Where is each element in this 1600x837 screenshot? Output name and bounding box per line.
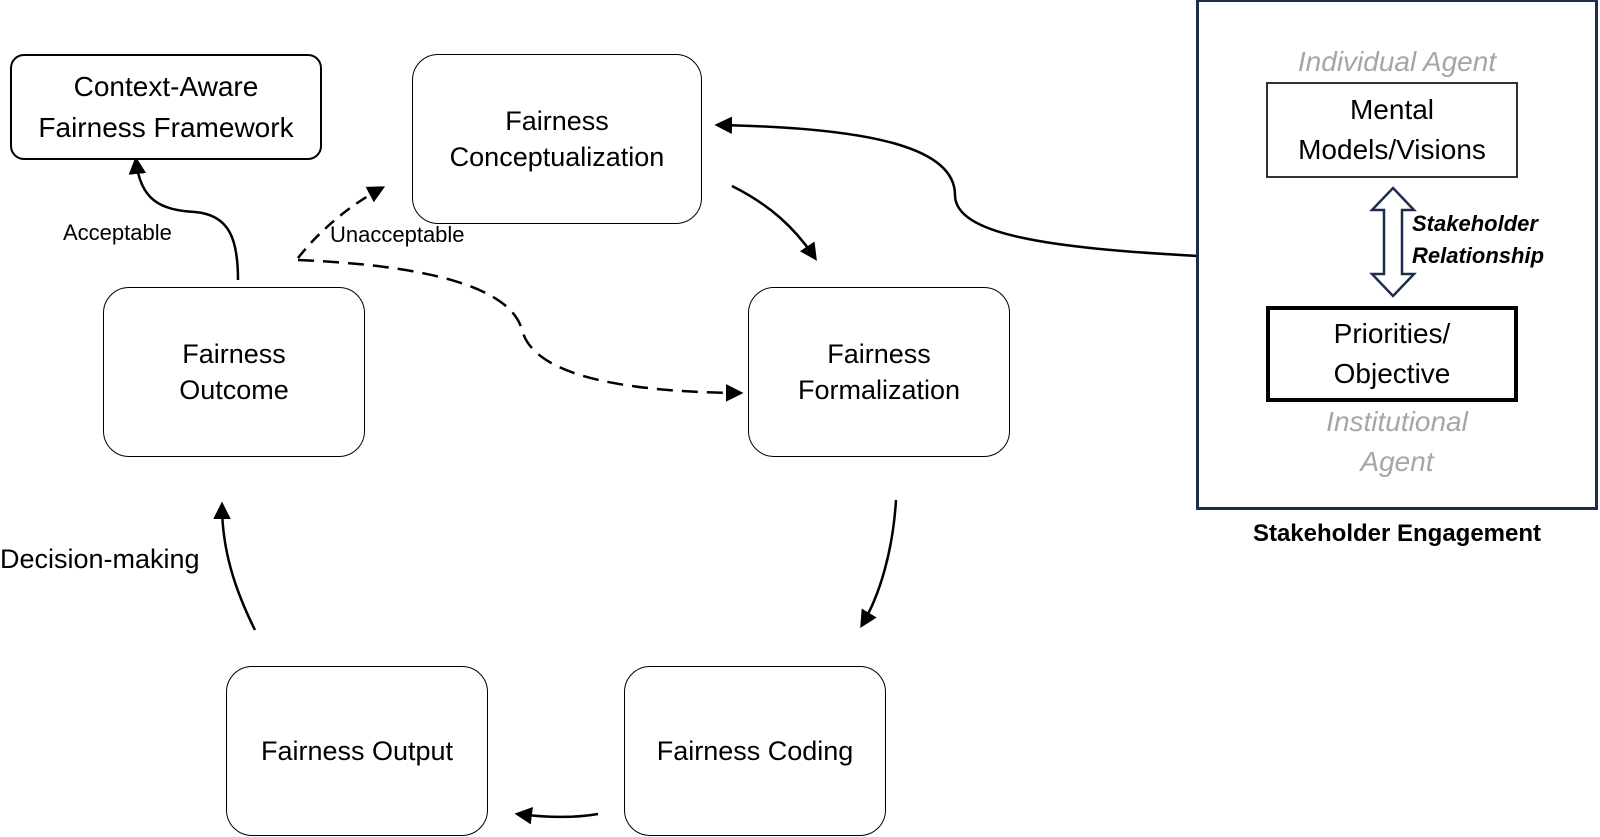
stakeholder-relationship-double-arrow	[1369, 186, 1417, 298]
fairness-output-node: Fairness Output	[226, 666, 488, 836]
mental-models-box: Mental Models/Visions	[1266, 82, 1518, 178]
priorities-line-2: Objective	[1333, 358, 1451, 389]
conceptualization-line-1: Fairness	[505, 106, 609, 136]
coding-label: Fairness Coding	[656, 736, 854, 766]
formalization-to-coding-arrow	[860, 499, 898, 629]
framework-line-2: Fairness Framework	[38, 112, 294, 143]
acceptable-label: Acceptable	[63, 220, 172, 245]
coding-to-output-arrow	[514, 807, 599, 825]
institutional-agent-line-1: Institutional	[1326, 406, 1468, 437]
conceptualization-line-2: Conceptualization	[449, 142, 665, 172]
context-aware-fairness-framework-node: Context-Aware Fairness Framework	[10, 54, 322, 160]
institutional-agent-label: Institutional Agent	[1196, 402, 1598, 482]
individual-agent-label: Individual Agent	[1297, 46, 1497, 77]
fairness-formalization-node: Fairness Formalization	[748, 287, 1010, 457]
decision-making-arrow	[213, 501, 257, 631]
acceptable-arrow	[128, 156, 240, 281]
stakeholder-to-conceptualization-arrow	[714, 116, 1199, 258]
fairness-outcome-node: Fairness Outcome	[103, 287, 365, 457]
formalization-line-1: Fairness	[827, 339, 931, 369]
institutional-agent-line-2: Agent	[1360, 446, 1434, 477]
outcome-line-1: Fairness	[182, 339, 286, 369]
output-label: Fairness Output	[260, 736, 454, 766]
mental-models-line-2: Models/Visions	[1298, 134, 1486, 165]
framework-line-1: Context-Aware	[73, 71, 259, 102]
fairness-coding-node: Fairness Coding	[624, 666, 886, 836]
decision-making-label: Decision-making	[0, 544, 200, 574]
relationship-line-1: Stakeholder	[1412, 211, 1538, 236]
stakeholder-relationship-label: Stakeholder Relationship	[1412, 208, 1544, 272]
stakeholder-engagement-caption: Stakeholder Engagement	[1252, 520, 1542, 547]
mental-models-line-1: Mental	[1349, 94, 1435, 125]
priorities-objective-box: Priorities/ Objective	[1266, 306, 1518, 402]
unacceptable-label: Unacceptable	[330, 222, 465, 247]
fairness-conceptualization-node: Fairness Conceptualization	[412, 54, 702, 224]
relationship-line-2: Relationship	[1412, 243, 1545, 268]
formalization-line-2: Formalization	[797, 375, 961, 405]
priorities-line-1: Priorities/	[1333, 318, 1451, 349]
outcome-line-2: Outcome	[179, 375, 289, 405]
unacceptable-arrow-to-conceptualization	[297, 186, 386, 259]
unacceptable-arrow-to-formalization	[297, 258, 744, 402]
conceptualization-to-formalization-arrow	[731, 184, 817, 261]
stakeholder-engagement-panel	[1196, 0, 1598, 510]
